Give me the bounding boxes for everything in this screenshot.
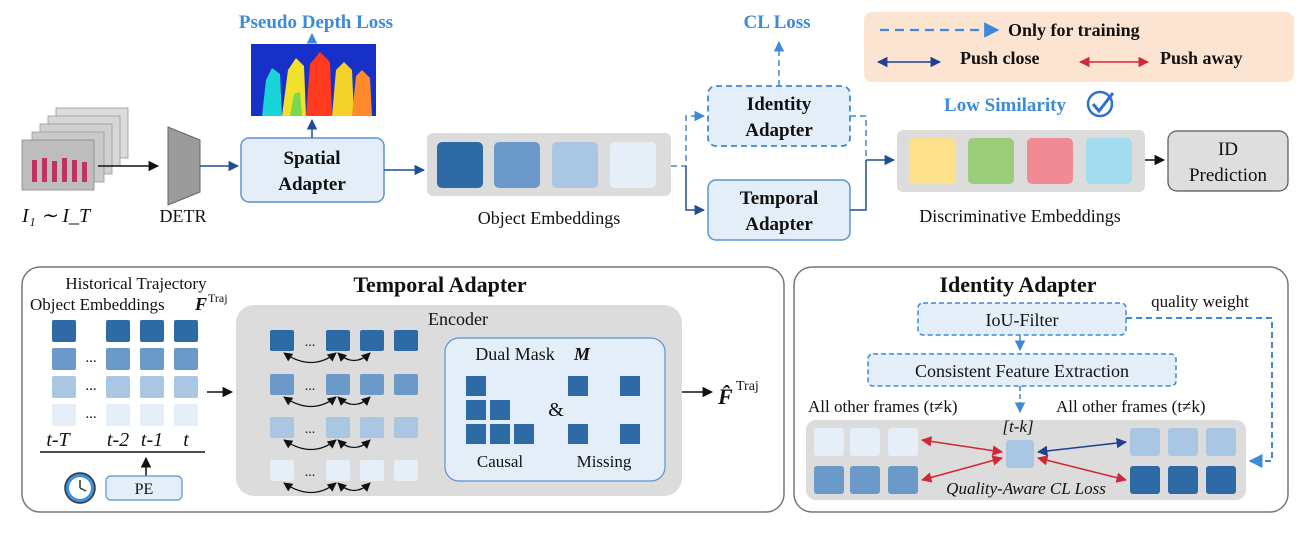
arrow-objemb-temporal xyxy=(685,166,706,216)
input-label: I₁ ∼ I_T xyxy=(21,205,92,227)
positive-embedding xyxy=(1168,428,1198,456)
hist-symbol: F xyxy=(194,294,207,314)
dual-mask-box xyxy=(444,337,666,482)
discriminative-embedding-cyan xyxy=(1086,138,1132,184)
encoder-ellipsis: ... xyxy=(305,379,316,394)
dual-mask-label: Dual Mask xyxy=(475,344,555,364)
time-label: t xyxy=(183,429,189,451)
detr-block xyxy=(167,126,201,206)
time-label: t-2 xyxy=(107,429,129,451)
identity-panel-title: Identity Adapter xyxy=(939,272,1096,297)
negative-embedding xyxy=(814,428,844,456)
object-embeddings-label: Object Embeddings xyxy=(478,208,620,228)
identity-adapter-line1: Identity xyxy=(747,94,812,115)
history-grid xyxy=(52,320,198,426)
discriminative-embedding-red xyxy=(1027,138,1073,184)
encoder-tokens xyxy=(270,330,418,481)
dual-mask-symbol: M xyxy=(573,344,591,364)
hist-sup: Traj xyxy=(208,291,228,305)
negative-embedding xyxy=(814,466,844,494)
negative-embedding xyxy=(888,428,918,456)
negative-embedding xyxy=(850,428,880,456)
spatial-adapter-line2: Adapter xyxy=(278,174,346,195)
id-prediction-line2: Prediction xyxy=(1189,165,1268,186)
time-label: t-1 xyxy=(141,429,163,451)
check-circle-icon xyxy=(1086,90,1115,118)
encoder-ellipsis: ... xyxy=(305,422,316,437)
anchor-embedding xyxy=(1006,440,1034,468)
history-ellipsis: ... xyxy=(85,378,96,394)
id-prediction-line1: ID xyxy=(1218,139,1238,160)
discriminative-embedding-green xyxy=(968,138,1014,184)
id-prediction-box xyxy=(1167,130,1289,192)
discriminative-embedding-yellow xyxy=(909,138,955,184)
history-ellipsis: ... xyxy=(85,350,96,366)
negative-embedding xyxy=(1168,466,1198,494)
quality-weight-arrow xyxy=(1126,317,1273,468)
discriminative-embeddings-label: Discriminative Embeddings xyxy=(919,206,1120,226)
all-other-frames-right: All other frames (t≠k) xyxy=(1056,397,1206,416)
pe-label: PE xyxy=(135,481,154,498)
legend-only-for-training: Only for training xyxy=(1008,20,1140,40)
input-frames-stack: I₁ ∼ I_T xyxy=(21,107,129,227)
quality-aware-cl-loss-label: Quality-Aware CL Loss xyxy=(946,479,1106,498)
iou-filter-label: IoU-Filter xyxy=(986,310,1059,330)
cl-loss-label: CL Loss xyxy=(743,12,810,33)
discriminative-embeddings-panel xyxy=(897,130,1145,192)
negative-embedding xyxy=(1206,466,1236,494)
attention-arcs xyxy=(283,352,371,494)
quality-weight-label: quality weight xyxy=(1151,292,1249,311)
positive-embedding xyxy=(1206,428,1236,456)
causal-label: Causal xyxy=(477,452,524,471)
object-embedding xyxy=(610,142,656,188)
all-other-frames-left: All other frames (t≠k) xyxy=(808,397,958,416)
pseudo-depth-loss-label: Pseudo Depth Loss xyxy=(239,12,393,33)
object-embedding xyxy=(437,142,483,188)
detr-label: DETR xyxy=(160,206,207,226)
pseudo-depth-image xyxy=(251,44,376,116)
identity-adapter-line2: Adapter xyxy=(745,120,813,141)
output-symbol: F̂ xyxy=(717,384,733,409)
pe-box xyxy=(105,475,183,501)
output-sup: Traj xyxy=(736,379,759,394)
tk-label: [t-k] xyxy=(1002,417,1033,436)
legend-push-away: Push away xyxy=(1160,48,1243,68)
cfe-box xyxy=(867,353,1177,387)
hist-line2: Object Embeddings xyxy=(30,295,165,314)
history-ellipsis: ... xyxy=(85,406,96,422)
legend-push-close: Push close xyxy=(960,48,1040,68)
positive-embedding xyxy=(1130,428,1160,456)
missing-mask-matrix xyxy=(568,376,640,444)
object-embedding xyxy=(494,142,540,188)
arrow-identity-merge xyxy=(850,115,867,160)
arrow-objemb-identity xyxy=(671,110,706,167)
temporal-adapter-line2: Adapter xyxy=(745,214,813,235)
encoder-label: Encoder xyxy=(428,309,488,329)
hist-line1: Historical Trajectory xyxy=(65,274,207,293)
negative-embedding xyxy=(850,466,880,494)
negative-embedding xyxy=(1130,466,1160,494)
cfe-label: Consistent Feature Extraction xyxy=(915,361,1129,381)
time-label: t-T xyxy=(46,429,71,451)
causal-mask-matrix xyxy=(466,376,534,444)
temporal-panel-title: Temporal Adapter xyxy=(353,272,527,297)
missing-label: Missing xyxy=(577,452,632,471)
negative-embedding xyxy=(888,466,918,494)
contrastive-arrows xyxy=(920,436,1128,483)
ampersand: & xyxy=(548,399,564,421)
legend: Only for training Push close Push away xyxy=(864,12,1294,82)
object-embedding xyxy=(552,142,598,188)
arrow-temporal-merge xyxy=(850,160,867,211)
temporal-adapter-line1: Temporal xyxy=(740,188,818,209)
encoder-ellipsis: ... xyxy=(305,465,316,480)
clock-icon xyxy=(64,472,96,504)
spatial-adapter-line1: Spatial xyxy=(283,148,340,169)
encoder-ellipsis: ... xyxy=(305,335,316,350)
low-similarity-label: Low Similarity xyxy=(944,95,1066,116)
